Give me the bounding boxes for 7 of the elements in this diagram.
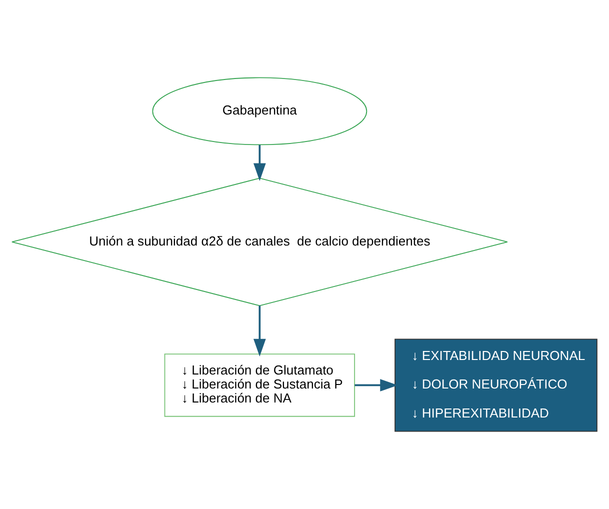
arrow bbox=[253, 145, 266, 181]
node-box: ↓ EXITABILIDAD NEURONAL ↓ DOLOR NEUROPÁTICO ↓ HIPEREXITABILIDAD bbox=[394, 338, 598, 432]
node-diamond: Unión a subunidad α2δ de canales de calcio dependientes bbox=[12, 178, 508, 306]
arrow bbox=[253, 306, 266, 357]
node-ellipse: Gabapentina bbox=[152, 77, 368, 146]
node-box: ↓ Liberación de Glutamato ↓ Liberación de Sustancia P ↓ Liberación de NA bbox=[164, 354, 356, 417]
arrow bbox=[354, 379, 398, 392]
